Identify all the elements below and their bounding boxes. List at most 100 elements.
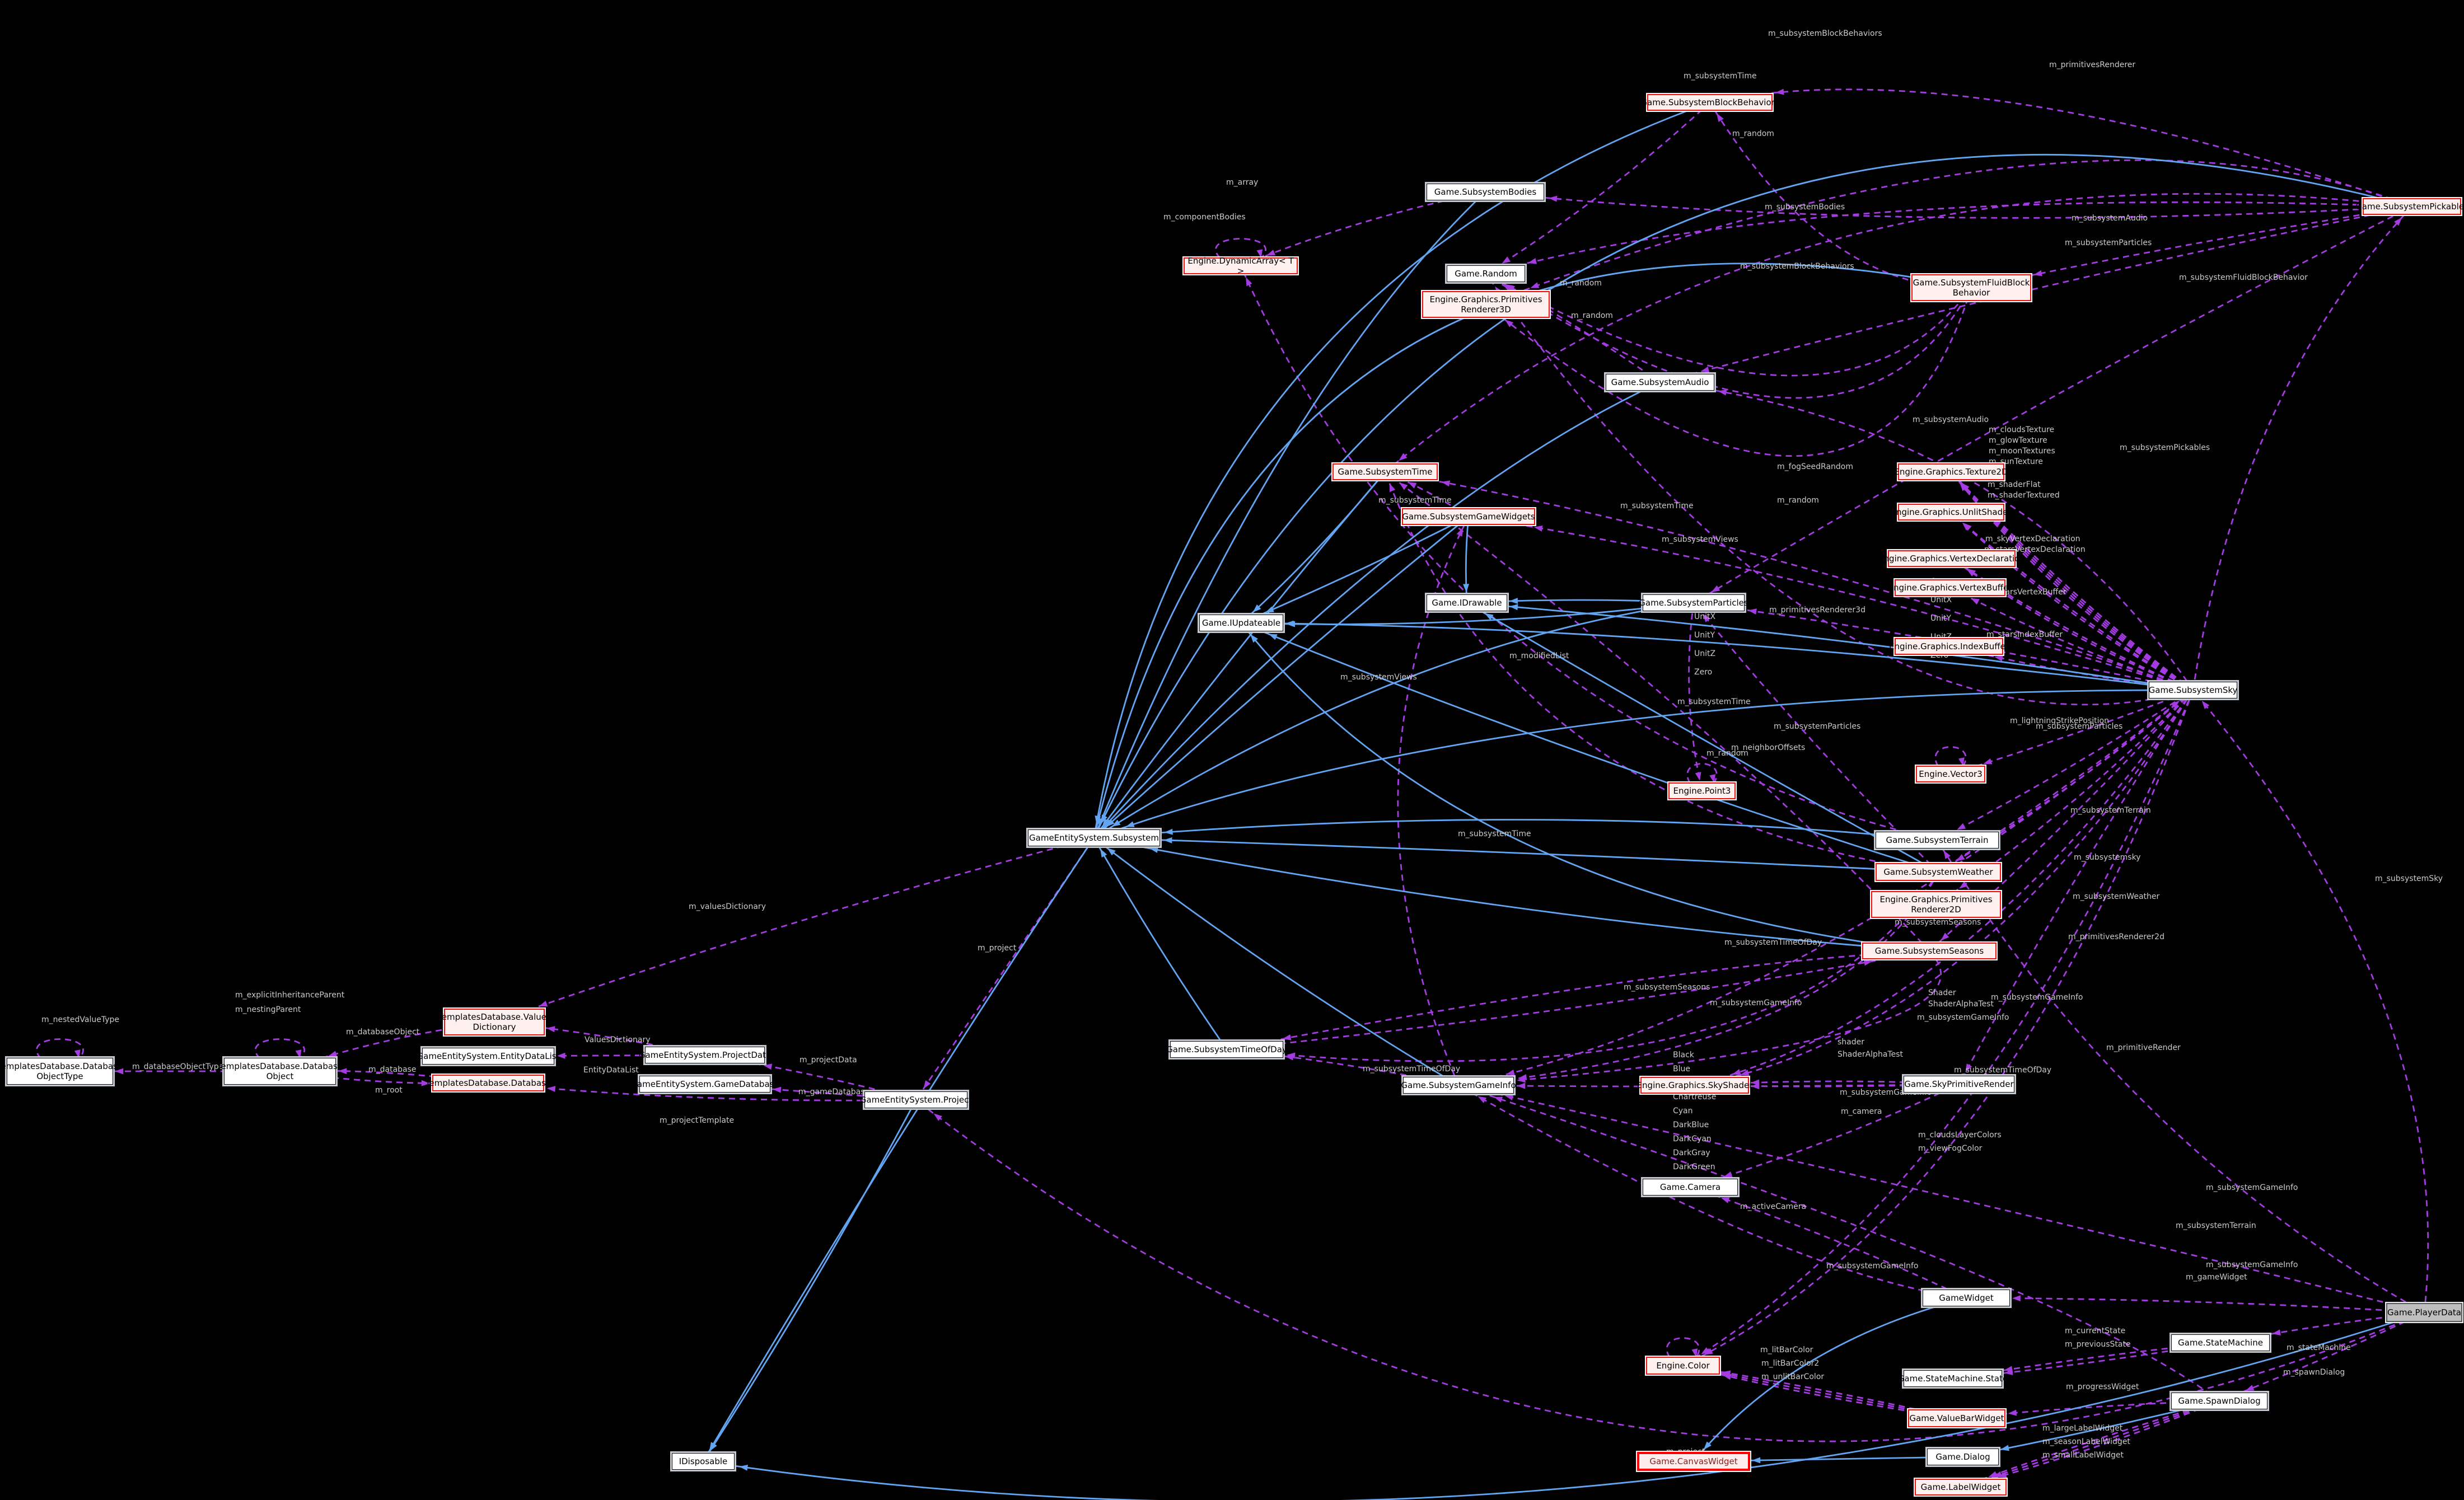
arrowhead [539, 1001, 548, 1007]
node-unlitShader[interactable]: Engine.Graphics.UnlitShader [1891, 504, 2012, 521]
node-entityDataList[interactable]: GameEntitySystem.EntityDataList [417, 1048, 560, 1065]
usage-edge [1485, 273, 1661, 383]
arrowhead [1957, 823, 1966, 830]
node-dynArray[interactable]: Engine.DynamicArray< T > [1184, 256, 1298, 276]
edge-label: m_databaseObject [346, 1028, 420, 1037]
usage-edge [1929, 690, 2194, 952]
node-color[interactable]: Engine.Color [1646, 1357, 1720, 1375]
usage-edge [915, 1099, 2425, 1442]
node-random[interactable]: Game.Random [1447, 265, 1525, 282]
node-timeOfDay[interactable]: Game.SubsystemTimeOfDay [1166, 1041, 1287, 1058]
arrowhead [1282, 1034, 1292, 1040]
node-primR2d[interactable]: Engine.Graphics.Primitives Renderer2D [1871, 891, 2001, 918]
node-playerData[interactable]: Game.PlayerData [2386, 1303, 2462, 1322]
arrowhead [1246, 277, 1252, 287]
arrowhead [1711, 585, 1720, 593]
node-dbObject[interactable]: TemplatesDatabase.Database Object [217, 1058, 343, 1085]
selfloop-label: UnitX [1694, 612, 1716, 621]
node-sky[interactable]: Game.SubsystemSky [2149, 682, 2237, 699]
node-gameInfo[interactable]: Game.SubsystemGameInfo [1401, 1077, 1516, 1094]
selfloop-label: UnitY [1694, 631, 1715, 640]
node-blockBehaviors[interactable]: Game.SubsystemBlockBehaviors [1640, 94, 1779, 111]
usage-edge [1385, 193, 2412, 473]
arrowhead [1408, 482, 1417, 489]
node-audio[interactable]: Game.SubsystemAudio [1606, 374, 1714, 391]
edge-label: m_subsystemGameInfo [1710, 999, 1802, 1007]
usage-edge [1936, 840, 2425, 1314]
node-time[interactable]: Game.SubsystemTime [1332, 463, 1438, 480]
node-smState[interactable]: Game.StateMachine.State [1898, 1370, 2008, 1387]
arrowhead [546, 1026, 555, 1033]
node-dialog[interactable]: Game.Dialog [1927, 1449, 1999, 1465]
node-valuesDict[interactable]: TemplatesDatabase.Values Dictionary [438, 1009, 551, 1035]
node-skyPrimRender[interactable]: Game.SkyPrimitiveRender [1904, 1076, 2014, 1093]
node-spawnDialog[interactable]: Game.SpawnDialog [2171, 1393, 2267, 1409]
edge-label: m_shaderFlat [1988, 480, 2041, 489]
inheritance-edge [703, 1311, 2425, 1500]
node-idisposable[interactable]: IDisposable [672, 1453, 735, 1470]
node-project[interactable]: GameEntitySystem.Project [860, 1091, 972, 1108]
arrowhead [1102, 818, 1110, 827]
node-indexBuffer[interactable]: Engine.Graphics.IndexBuffer [1889, 638, 2009, 655]
edge-label: m_subsystemTime [1620, 501, 1694, 510]
usage-edge [1226, 950, 1930, 1051]
selfloop-label: UnitX [1930, 596, 1952, 604]
arrowhead [1268, 634, 1278, 640]
edge-label: m_subsystemBlockBehaviors [1740, 262, 1854, 271]
node-terrain[interactable]: Game.SubsystemTerrain [1876, 832, 1999, 849]
node-idrawable[interactable]: Game.IDrawable [1427, 594, 1507, 611]
edge-label: m_subsystemTime [1458, 829, 1531, 838]
arrowhead [1775, 88, 1784, 95]
arrowhead [1960, 482, 1968, 491]
node-labelWidget[interactable]: Game.LabelWidget [1915, 1479, 2007, 1496]
node-iupdateable[interactable]: Game.IUpdateable [1199, 615, 1283, 631]
usage-edge [279, 1021, 495, 1072]
node-bodies[interactable]: Game.SubsystemBodies [1427, 184, 1544, 200]
selfloop-label: UnitZ [1694, 649, 1716, 658]
edge-label: m_subsystemGameInfo [1991, 993, 2083, 1002]
node-particles[interactable]: Game.SubsystemParticles [1639, 594, 1748, 611]
node-seasons[interactable]: Game.SubsystemSeasons [1862, 943, 1997, 959]
edge-label: m_subsystemSeasons [1895, 918, 1981, 927]
node-vertexDecl[interactable]: Engine.Graphics.VertexDeclaration [1878, 550, 2025, 567]
node-vector3[interactable]: Engine.Vector3 [1916, 766, 1985, 782]
node-pickables[interactable]: Game.SubsystemPickables [2355, 198, 2464, 215]
node-subsystem[interactable]: GameEntitySystem.Subsystem [1028, 829, 1160, 846]
arrowhead [1700, 366, 1710, 373]
node-dbObjectType[interactable]: TemplatesDatabase.Database ObjectType [0, 1058, 123, 1085]
node-camera[interactable]: Game.Camera [1643, 1179, 1738, 1196]
edge-label: m_litBarColor [1760, 1346, 1813, 1354]
self-loop-edge [1215, 238, 1266, 259]
edge-label: m_starsVertexBuffer [1986, 588, 2066, 597]
usage-edge [1485, 191, 2412, 219]
inheritance-edge [1465, 516, 1470, 603]
node-texture2d[interactable]: Engine.Graphics.Texture2D [1894, 463, 2008, 480]
arrowhead [1399, 482, 1408, 490]
node-gameWidget[interactable]: GameWidget [1923, 1290, 2010, 1306]
inheritance-edge [1093, 515, 1469, 839]
node-primR3d[interactable]: Engine.Graphics.Primitives Renderer3D [1422, 291, 1550, 318]
node-vertexBuffer[interactable]: Engine.Graphics.VertexBuffer [1888, 579, 2012, 596]
node-valueBar[interactable]: Game.ValueBarWidget [1908, 1409, 2005, 1427]
arrowhead [2008, 1409, 2017, 1416]
arrowhead [1504, 1094, 1514, 1100]
node-fluidBlock[interactable]: Game.SubsystemFluidBlock Behavior [1911, 274, 2031, 301]
node-canvasWidget[interactable]: Game.CanvasWidget [1637, 1452, 1750, 1471]
edge-label: m_smallLabelWidget [2042, 1451, 2124, 1460]
node-projectData[interactable]: GameEntitySystem.ProjectData [639, 1047, 771, 1063]
inheritance-edge [1093, 471, 1386, 838]
edge-label: m_subsystemTimeOfDay [1724, 938, 1822, 947]
node-stateMachine[interactable]: Game.StateMachine [2171, 1334, 2270, 1351]
node-tdDatabase[interactable]: TemplatesDatabase.Database [426, 1075, 551, 1091]
inheritance-edge [1093, 837, 1930, 952]
node-skyShader[interactable]: Engine.Graphics.SkyShader [1637, 1077, 1752, 1094]
usage-edge [1951, 511, 2194, 691]
node-gameDatabase[interactable]: GameEntitySystem.GameDatabase [630, 1076, 779, 1093]
arrowhead [338, 1068, 347, 1075]
node-gameWidgets[interactable]: Game.SubsystemGameWidgets [1402, 508, 1535, 525]
edge-label: m_subsystemBodies [1765, 203, 1845, 212]
node-point3[interactable]: Engine.Point3 [1668, 782, 1736, 799]
arrowhead [1107, 848, 1116, 856]
node-weather[interactable]: Game.SubsystemWeather [1876, 863, 2001, 881]
